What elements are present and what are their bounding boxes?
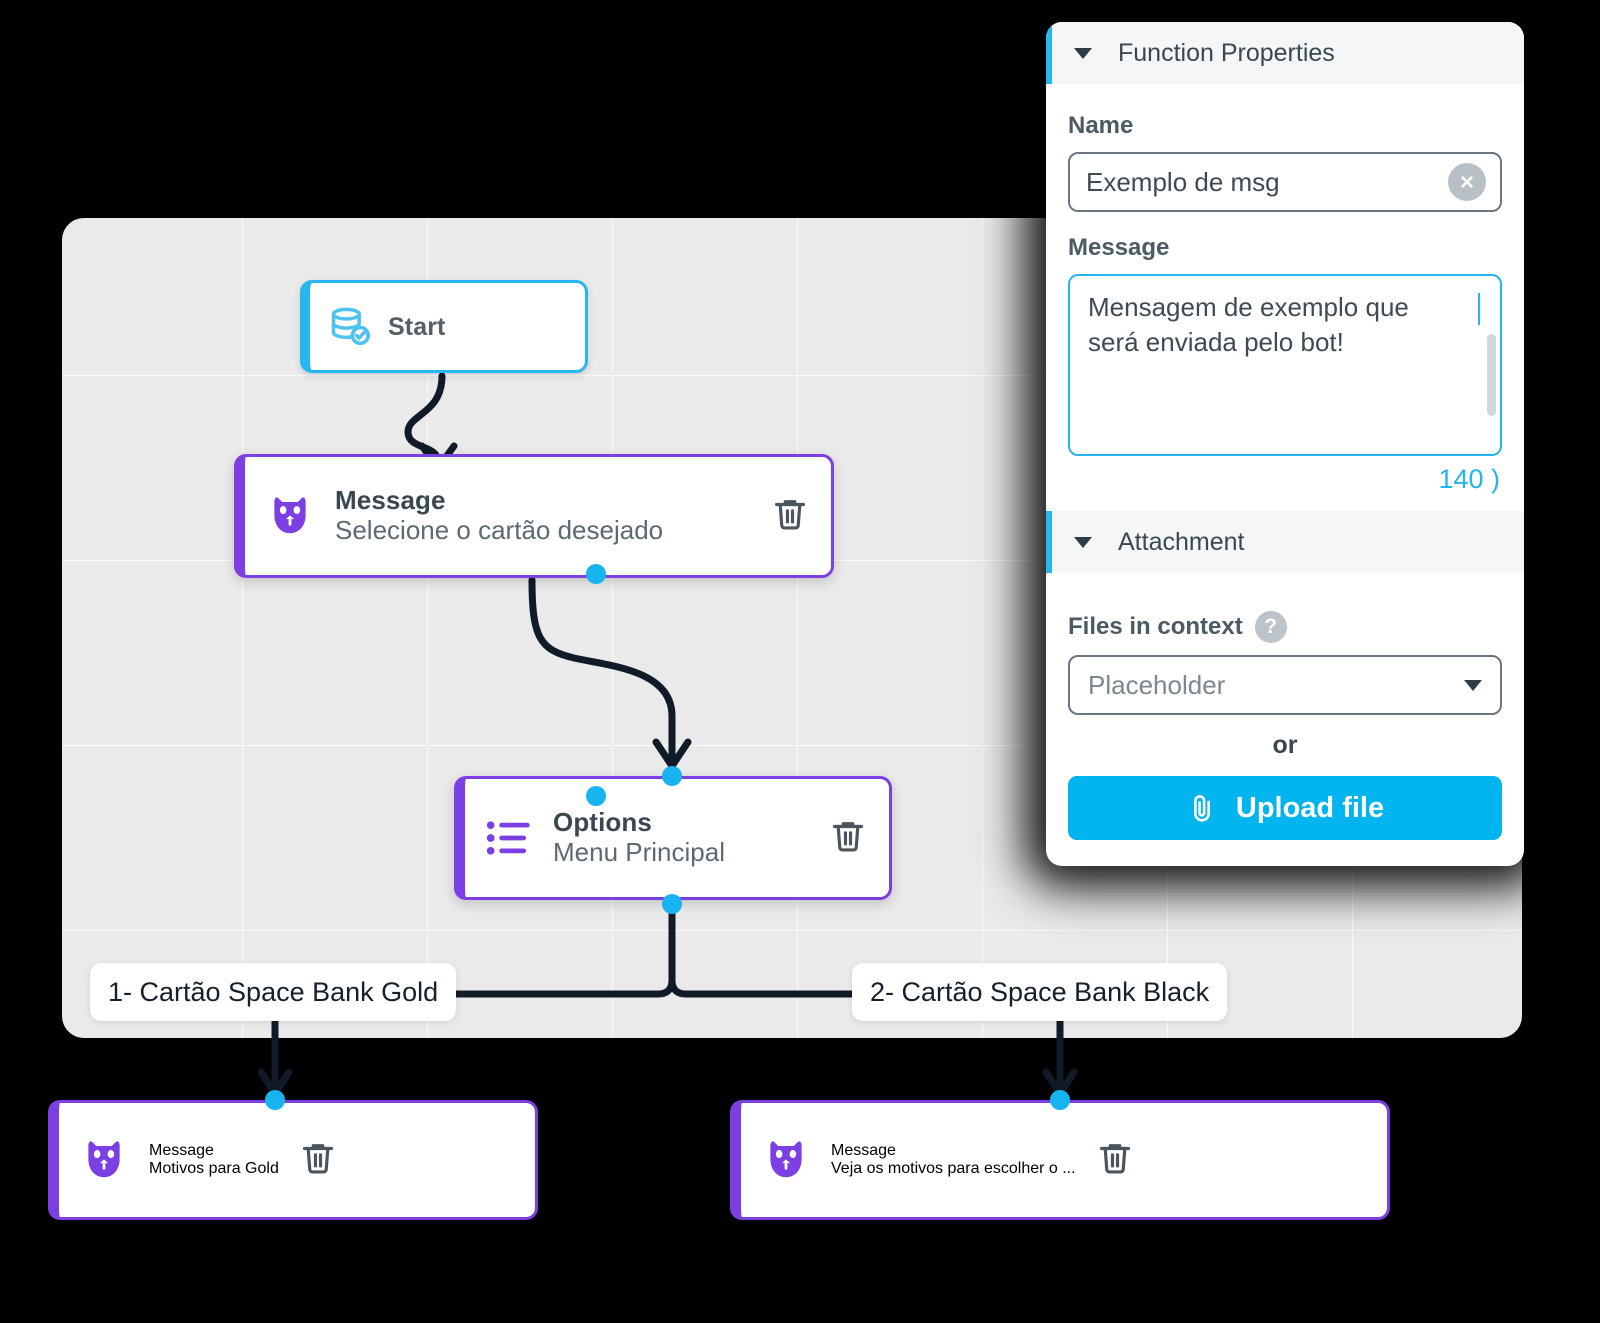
bullet-list-icon <box>485 816 533 860</box>
chevron-down-icon[interactable] <box>1074 47 1092 59</box>
files-in-context-select[interactable]: Placeholder <box>1068 655 1502 715</box>
chevron-down-icon[interactable] <box>1464 679 1482 691</box>
chevron-down-icon[interactable] <box>1074 536 1092 548</box>
bot-owl-icon <box>761 1135 811 1185</box>
node-port-in-options[interactable] <box>662 766 682 786</box>
paperclip-icon <box>1186 792 1218 824</box>
delete-node-icon[interactable] <box>829 817 867 860</box>
branch-label-text: 1- Cartão Space Bank Gold <box>108 976 439 1007</box>
node-title: Message <box>149 1142 214 1159</box>
message-textarea-value: Mensagem de exemplo que será enviada pel… <box>1088 292 1409 357</box>
node-port-in-msg1[interactable] <box>586 564 606 584</box>
clear-circle-icon[interactable] <box>1448 163 1486 201</box>
function-properties-panel: Function Properties Name Exemplo de msg … <box>1046 22 1524 866</box>
node-subtitle: Menu Principal <box>553 836 725 867</box>
flow-node-start[interactable]: Start <box>300 280 588 373</box>
node-port-in-black[interactable] <box>1050 1090 1070 1110</box>
node-title: Options <box>553 806 652 837</box>
name-label: Name <box>1068 112 1134 139</box>
select-placeholder: Placeholder <box>1088 669 1226 700</box>
flow-node-message-black[interactable]: Message Veja os motivos para escolher o … <box>730 1100 1390 1220</box>
node-title: Start <box>388 312 446 341</box>
flow-node-message-1[interactable]: Message Selecione o cartão desejado <box>234 454 834 578</box>
branch-label-2[interactable]: 2- Cartão Space Bank Black <box>852 963 1228 1021</box>
database-check-icon <box>328 305 372 349</box>
flow-node-message-gold[interactable]: Message Motivos para Gold <box>48 1100 538 1220</box>
node-title: Message <box>335 484 446 515</box>
text-cursor <box>1478 293 1480 325</box>
delete-node-icon[interactable] <box>299 1139 337 1182</box>
delete-node-icon[interactable] <box>1096 1139 1134 1182</box>
section-header-function-properties[interactable]: Function Properties <box>1046 22 1524 84</box>
node-subtitle: Selecione o cartão desejado <box>335 514 664 545</box>
flow-node-options[interactable]: Options Menu Principal <box>454 776 892 900</box>
section-header-attachment[interactable]: Attachment <box>1046 511 1524 573</box>
branch-label-1[interactable]: 1- Cartão Space Bank Gold <box>90 963 457 1021</box>
bot-owl-icon <box>265 491 315 541</box>
name-input-value: Exemplo de msg <box>1086 166 1280 197</box>
section-title: Function Properties <box>1118 38 1335 67</box>
textarea-scrollbar[interactable] <box>1487 334 1496 416</box>
files-in-context-label: Files in context <box>1068 613 1243 640</box>
node-title: Message <box>831 1142 896 1159</box>
bot-owl-icon <box>79 1135 129 1185</box>
node-subtitle: Motivos para Gold <box>149 1160 279 1177</box>
message-textarea[interactable]: Mensagem de exemplo que será enviada pel… <box>1068 274 1502 456</box>
message-label: Message <box>1068 234 1170 261</box>
node-subtitle: Veja os motivos para escolher o ... <box>831 1160 1076 1177</box>
upload-file-button[interactable]: Upload file <box>1068 776 1502 840</box>
help-circle-icon[interactable]: ? <box>1254 611 1287 643</box>
or-separator-label: or <box>1272 731 1298 759</box>
upload-file-label: Upload file <box>1235 791 1385 824</box>
node-port-out-options[interactable] <box>662 894 682 914</box>
branch-label-text: 2- Cartão Space Bank Black <box>870 976 1210 1007</box>
node-port-out-msg1[interactable] <box>586 786 606 806</box>
node-port-in-gold[interactable] <box>265 1090 285 1110</box>
section-title: Attachment <box>1118 527 1245 556</box>
delete-node-icon[interactable] <box>771 495 809 538</box>
character-counter: 140 ) <box>1438 464 1500 494</box>
name-input[interactable]: Exemplo de msg <box>1068 152 1502 212</box>
